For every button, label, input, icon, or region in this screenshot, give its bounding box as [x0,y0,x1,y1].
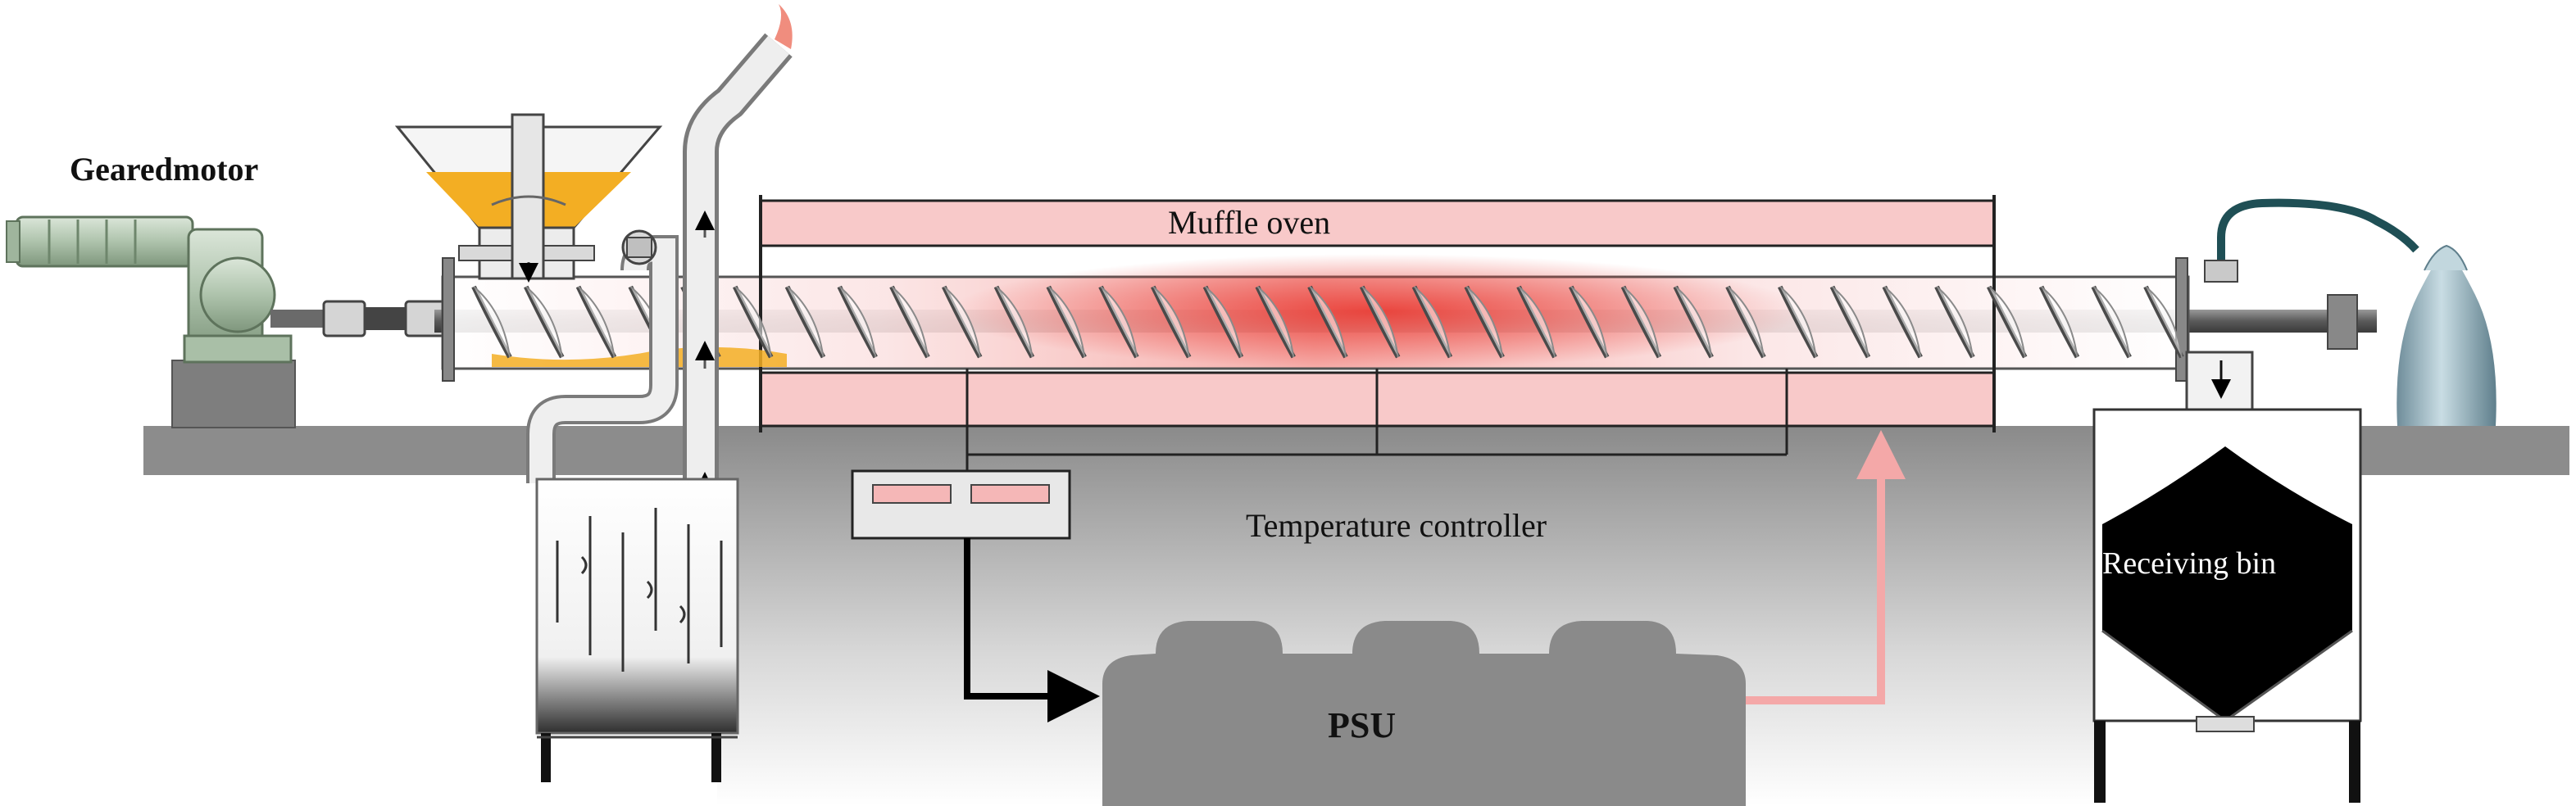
screw-flight [1307,285,1348,359]
screw-flight [1046,285,1087,359]
receiving-bin [2092,351,2362,803]
screw-flight-face [995,286,1034,358]
screw-flight [1778,285,1819,359]
cooling-tank [535,478,739,782]
screw-flight-face [1309,286,1347,358]
screw-flight-face [473,286,511,358]
screw-flights [471,285,2184,359]
screw-flight [1569,285,1610,359]
screw-flight [1098,285,1139,359]
screw-flight-face [1465,286,1504,358]
screw-flight [1151,285,1192,359]
screw-flight-face [1361,286,1399,358]
muffle-oven-label: Muffle oven [1168,204,1330,241]
screw-flight-face [1674,286,1713,358]
geared-motor-icon [6,215,448,428]
screw-flight-face [1100,286,1138,358]
screw-flight-face [1152,286,1190,358]
screw-flight-face [525,286,563,358]
signal-arrow-icon [964,538,1100,722]
geared-motor-label: Gearedmotor [70,151,258,188]
screw-flight [1464,285,1505,359]
screw-flight-face [1622,286,1661,358]
screw-flight [1934,285,1975,359]
screw-flight [837,285,878,359]
screw-flight [1882,285,1923,359]
inlet-pipe [526,229,679,483]
screw-flight-face [734,286,772,358]
feed-hopper-icon [394,113,663,283]
screw-flight [2091,285,2132,359]
screw-flight [1829,285,1871,359]
screw-flight-face [1256,286,1295,358]
screw-flight [1202,285,1244,359]
screw-flight-face [838,286,877,358]
psu-unit [1102,621,1746,806]
screw-flight [2143,285,2184,359]
screw-flight [1255,285,1296,359]
heat-flow-arrow-icon [1746,430,1906,704]
screw-flight [2038,285,2080,359]
screw-flight [1673,285,1714,359]
screw-flight-face [577,286,616,358]
psu-label: PSU [1328,705,1396,745]
screw-flight-face [1831,286,1870,358]
screw-flight [1516,285,1557,359]
screw-flight [524,285,565,359]
screw-flight [784,285,826,359]
screw-flight [733,285,774,359]
screw-flight [1725,285,1766,359]
screw-flight-face [2145,286,2183,358]
screw-flight-face [1988,286,2026,358]
screw-flight-face [786,286,825,358]
receiving-bin-label: Receiving bin [2102,546,2276,581]
screw-flight-face [1204,286,1243,358]
screw-flight [1620,285,1662,359]
screw-flight-face [1779,286,1817,358]
screw-flight-face [891,286,929,358]
screw-flight-face [1047,286,1086,358]
screw-flight [993,285,1035,359]
temperature-controller-label: Temperature controller [1246,507,1547,544]
temperature-controller-box [851,469,1071,540]
screw-flight [889,285,930,359]
screw-flight-face [1570,286,1608,358]
screw-flight [471,285,512,359]
screw-flight-face [943,286,981,358]
screw-flight-face [1413,286,1452,358]
screw-flight [1987,285,2028,359]
screw-flight-face [2092,286,2131,358]
screw-flight [1411,285,1453,359]
screw-flight-face [1883,286,1922,358]
screw-flight [575,285,617,359]
screw-flight-face [1727,286,1765,358]
screw-flight-face [2040,286,2079,358]
vapor-outlet-pipe [683,4,793,496]
screw-flight-face [1936,286,1974,358]
screw-flight-face [1518,286,1556,358]
screw-flight [942,285,983,359]
condenser-bell-icon [2204,198,2496,426]
thermocouple-wiring [965,369,1788,471]
screw-flight [1360,285,1401,359]
